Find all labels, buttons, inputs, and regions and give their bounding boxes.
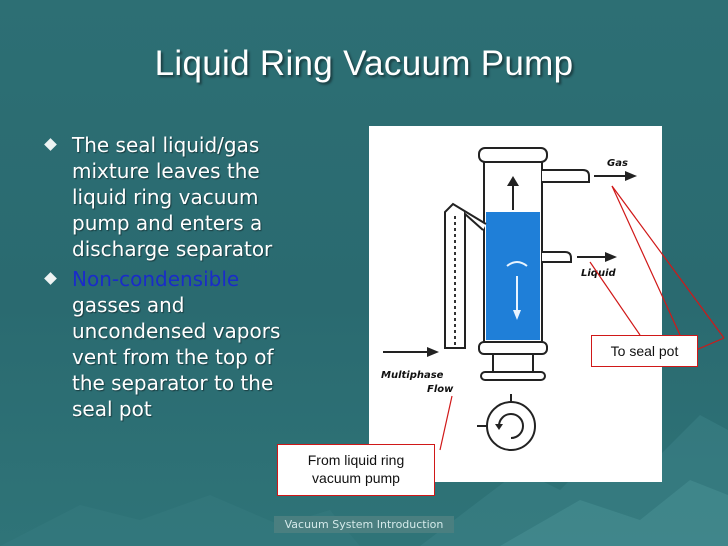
diamond-bullet-icon (44, 138, 57, 151)
vessel-liquid (486, 212, 540, 340)
vessel-base (480, 371, 546, 381)
bullet-line: The seal liquid/gas (72, 133, 260, 157)
pump-icon (486, 401, 536, 451)
bullet-line: uncondensed vapors (72, 319, 281, 343)
bullet-line: the separator to the (72, 371, 274, 395)
bullet-line: gasses and (72, 293, 185, 317)
bullet-item: The seal liquid/gas mixture leaves the l… (44, 132, 344, 262)
vessel-top-cap (478, 147, 548, 163)
flow-label: Flow (427, 384, 454, 395)
multiphase-label: Multiphase (381, 370, 444, 381)
slide-footer: Vacuum System Introduction (274, 516, 454, 533)
liquid-label: Liquid (581, 268, 617, 279)
separator-diagram: Gas Liquid Multiphase Flow (369, 126, 662, 482)
bullet-item: Non-condensible gasses and uncondensed v… (44, 266, 344, 422)
bullet-line: mixture leaves the (72, 159, 260, 183)
liquid-outlet-pipe (542, 251, 572, 263)
to-seal-pot-callout: To seal pot (591, 335, 698, 367)
inlet-pipe (444, 202, 487, 349)
callout-line: vacuum pump (312, 470, 400, 486)
vessel-bottom-cap (478, 341, 548, 355)
gas-label: Gas (607, 158, 628, 169)
bullet-line: liquid ring vacuum (72, 185, 259, 209)
callout-line: From liquid ring (307, 452, 405, 468)
diamond-bullet-icon (44, 272, 57, 285)
from-liquid-ring-callout: From liquid ring vacuum pump (277, 444, 435, 496)
bullet-line: pump and enters a (72, 211, 263, 235)
highlighted-term: Non-condensible (72, 267, 240, 291)
bullet-line: discharge separator (72, 237, 273, 261)
bullet-list: The seal liquid/gas mixture leaves the l… (44, 132, 344, 426)
gas-outlet-pipe (542, 169, 590, 183)
slide-title: Liquid Ring Vacuum Pump (154, 44, 574, 83)
separator-diagram-svg: Gas Liquid Multiphase Flow (381, 147, 637, 451)
bullet-line: vent from the top of (72, 345, 274, 369)
bullet-line: seal pot (72, 397, 152, 421)
